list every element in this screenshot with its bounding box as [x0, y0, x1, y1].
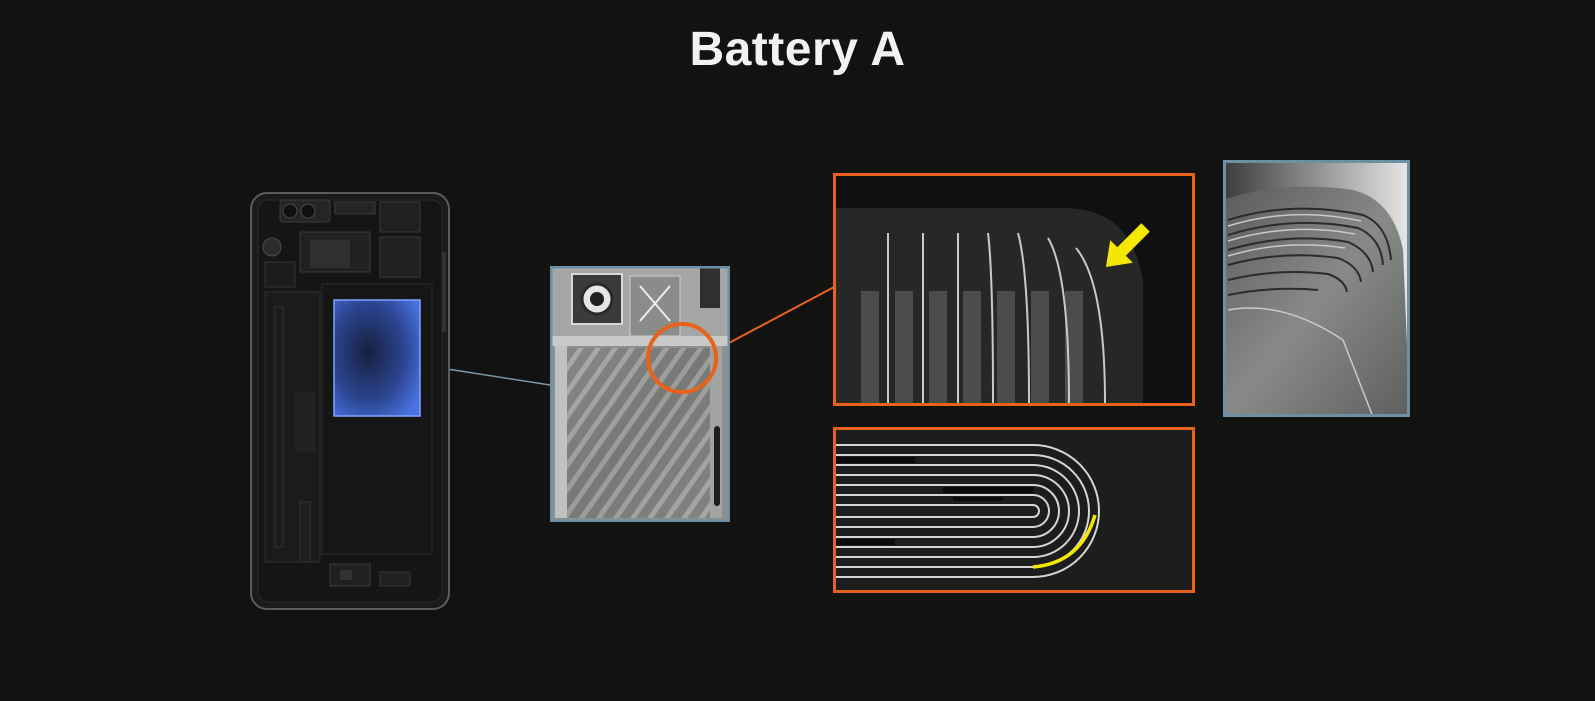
rolled-electrode-photo	[1223, 160, 1410, 417]
battery-ct-scan	[550, 266, 730, 522]
short-circuit-highlight	[1032, 514, 1097, 569]
phone-xray-diagram	[250, 192, 450, 610]
battery-highlight	[333, 299, 421, 417]
jelly-roll-cross-section	[833, 427, 1195, 593]
scan-to-detail-connector	[726, 285, 837, 345]
defect-circle	[646, 322, 718, 394]
electrode-tab-detail	[833, 173, 1195, 406]
arrow-icon	[1105, 223, 1150, 268]
slide-title: Battery A	[689, 23, 906, 76]
